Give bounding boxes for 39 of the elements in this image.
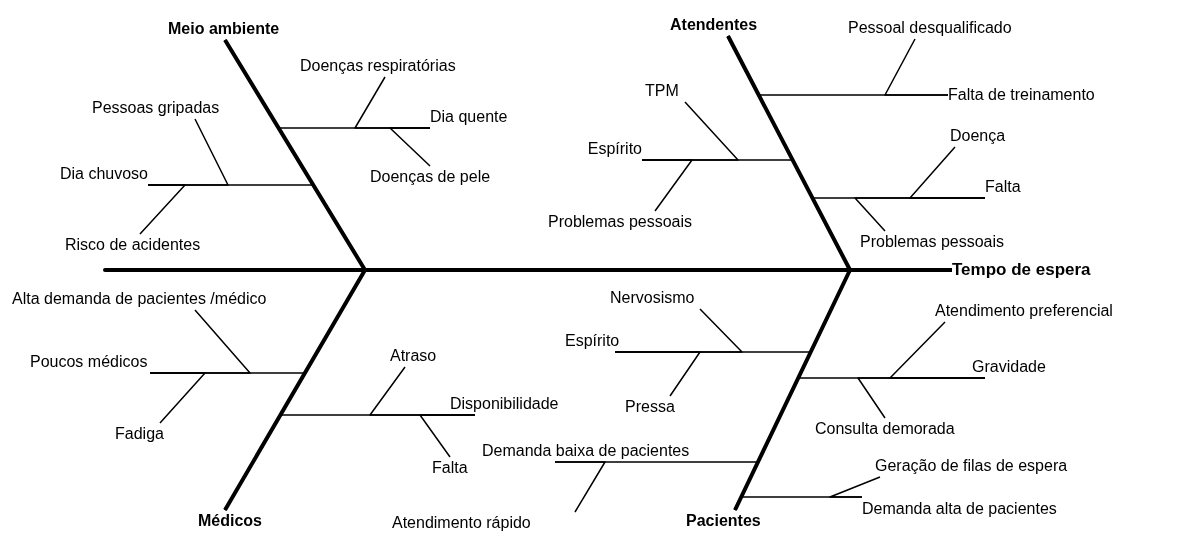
- sub-cause-label: Alta demanda de pacientes /médico: [12, 288, 347, 310]
- category-label: Atendentes: [670, 14, 788, 36]
- cause-label: Disponibilidade: [450, 393, 600, 415]
- sub-cause-label: Nervosismo: [610, 287, 722, 309]
- category-label: Meio ambiente: [168, 18, 290, 40]
- sub-cause-label: Geração de filas de espera: [875, 455, 1122, 477]
- effect-label: Tempo de espera: [952, 258, 1152, 282]
- cause-label: Dia chuvoso: [28, 163, 148, 185]
- sub-cause-label: Doenças de pele: [370, 166, 530, 188]
- sub-cause-label: Doença: [950, 125, 1015, 147]
- sub-cause-label: Atendimento rápido: [392, 512, 587, 534]
- sub-cause-label: Pessoas gripadas: [92, 97, 252, 119]
- category-label: Pacientes: [686, 510, 776, 532]
- cause-label: Dia quente: [430, 106, 530, 128]
- sub-cause-label: Doenças respiratórias: [300, 55, 505, 77]
- sub-cause-label: Atraso: [390, 345, 455, 367]
- bone-line: [733, 268, 952, 511]
- category-label: Médicos: [198, 510, 283, 532]
- cause-label: Demanda alta de pacientes: [862, 497, 1118, 521]
- sub-cause-label: Pressa: [625, 396, 690, 418]
- sub-cause-label: Falta: [432, 457, 480, 479]
- sub-cause-label: Consulta demorada: [815, 418, 1000, 440]
- cause-label: Espírito: [565, 330, 637, 352]
- cause-label: Falta: [985, 176, 1035, 198]
- cause-label: Demanda baixa de pacientes: [482, 440, 748, 462]
- cause-label: Falta de treinamento: [948, 84, 1148, 106]
- sub-cause-label: Atendimento preferencial: [935, 300, 1180, 322]
- cause-label: Espírito: [575, 138, 642, 160]
- sub-cause-line: [389, 127, 431, 167]
- sub-cause-label: Risco de acidentes: [65, 234, 240, 256]
- sub-cause-line: [829, 476, 881, 498]
- sub-cause-label: Fadiga: [115, 423, 180, 445]
- cause-label: Gravidade: [972, 356, 1070, 378]
- sub-cause-label: Problemas pessoais: [548, 211, 723, 233]
- sub-cause-label: Pessoal desqualificado: [848, 17, 1063, 39]
- cause-label: Poucos médicos: [30, 351, 185, 373]
- sub-cause-line: [139, 184, 186, 235]
- sub-cause-label: TPM: [645, 80, 690, 102]
- sub-cause-label: Problemas pessoais: [860, 231, 1045, 253]
